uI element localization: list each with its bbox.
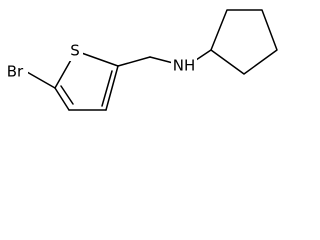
molecule-structure: Br S NH: [2, 9, 278, 111]
atom-nh: NH: [171, 56, 197, 76]
bond-c4-c5-double: [54, 85, 74, 111]
bond-cyclopentane: [210, 9, 278, 75]
atom-br: Br: [2, 62, 28, 82]
atom-label-amine: NH: [173, 57, 196, 75]
atom-s: S: [67, 41, 83, 61]
atom-label-bromine: Br: [7, 63, 24, 81]
bond-br-c5: [26, 71, 56, 89]
bond-c2-ch2: [117, 56, 151, 67]
atom-label-sulfur: S: [70, 42, 80, 60]
bond-c2-c3-double: [101, 65, 119, 111]
